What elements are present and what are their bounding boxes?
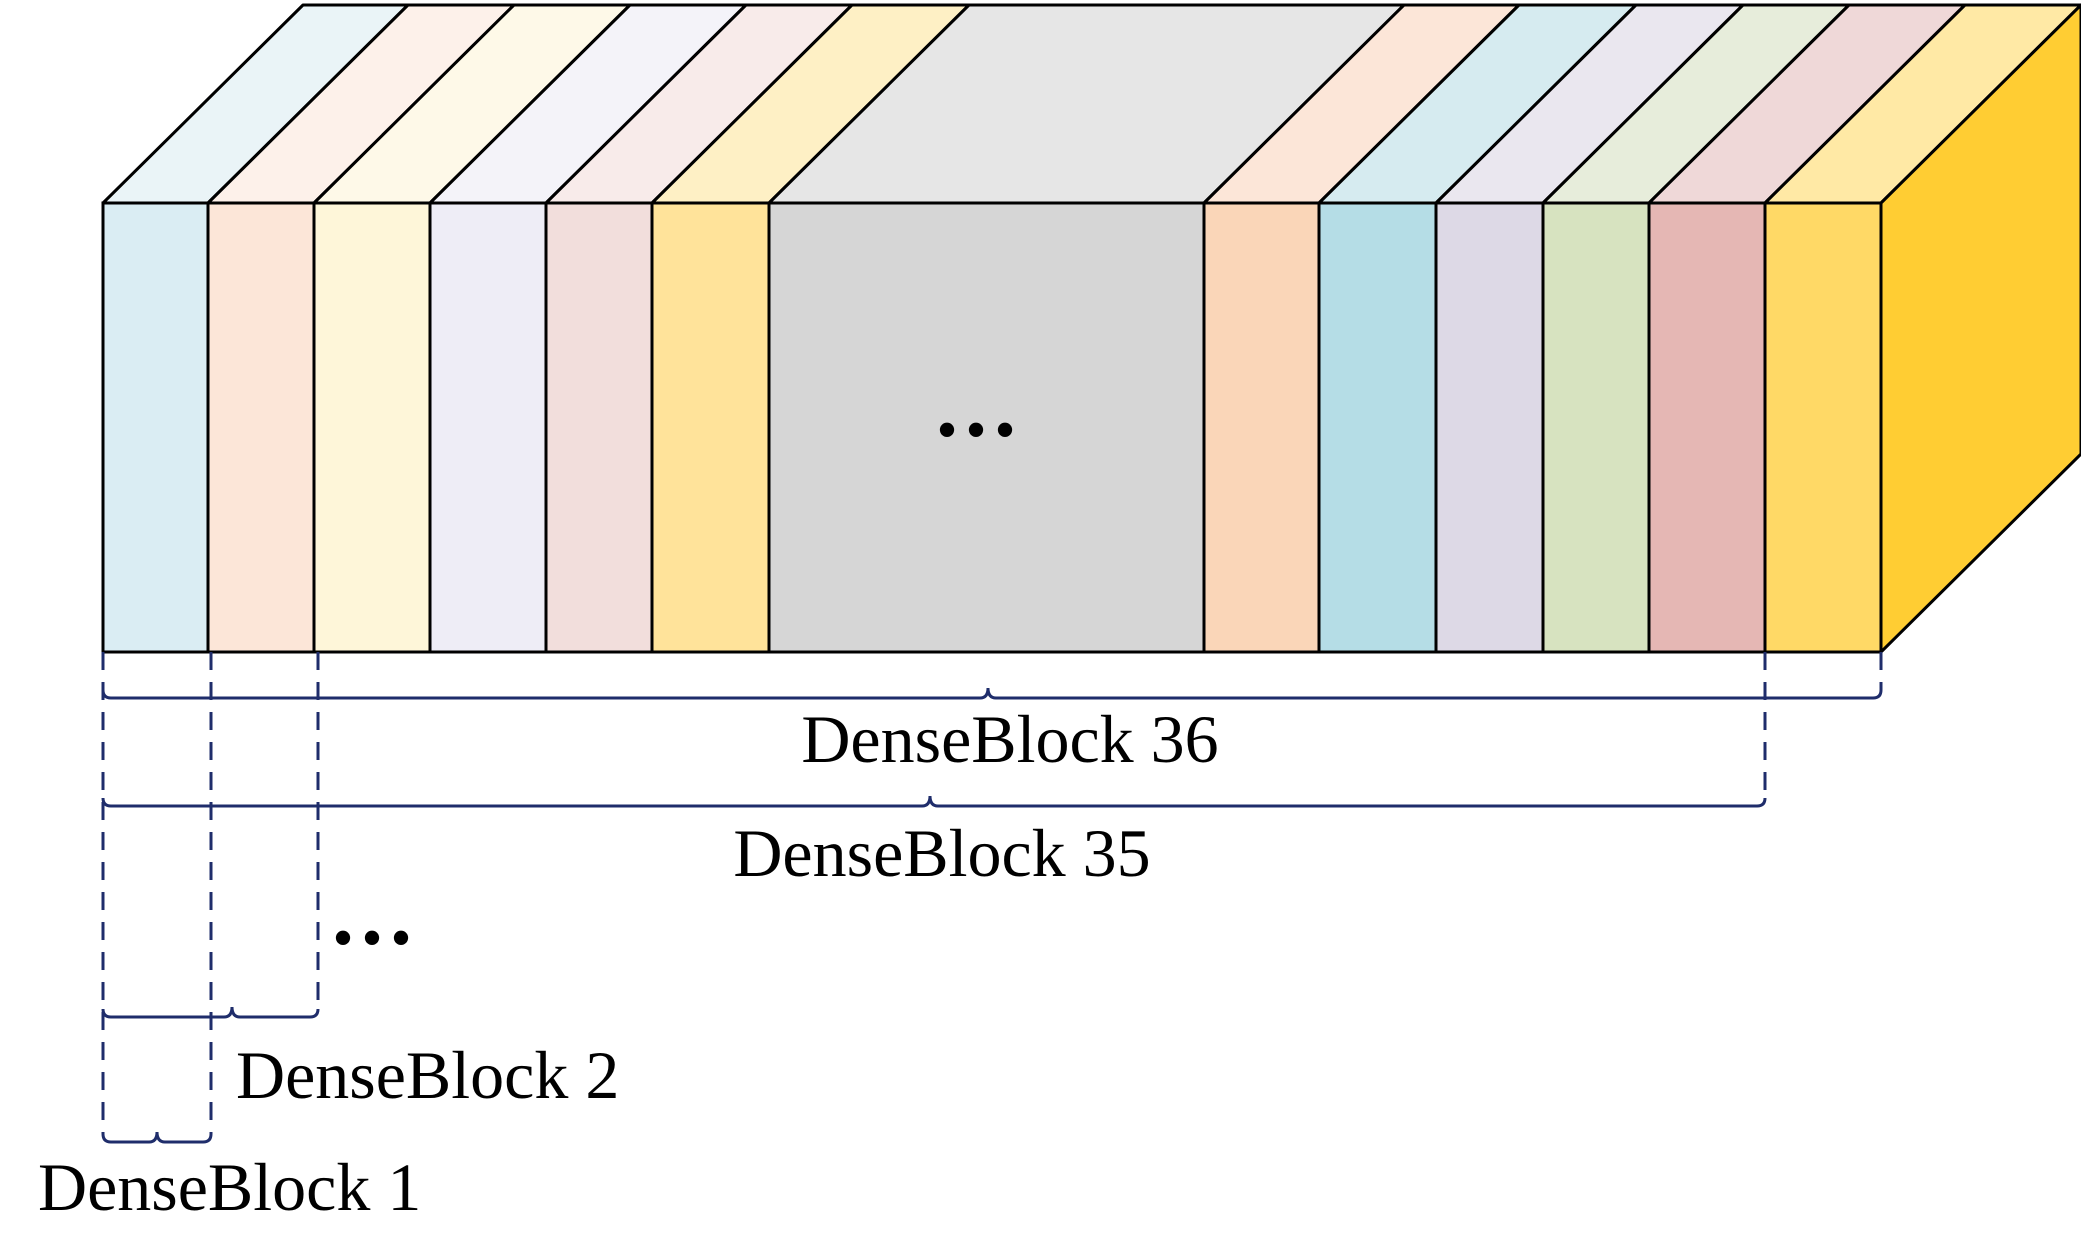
bracket-denseblock-2: [101, 652, 320, 1019]
front-slice-13: [1763, 201, 1883, 654]
label-denseblock-35: DenseBlock 35: [733, 815, 1150, 891]
front-slice-6: [650, 201, 771, 654]
bracket-denseblock-1: [101, 652, 213, 1144]
bracket-denseblock-36: [101, 652, 1883, 700]
cuboid-side-face: [1879, 3, 2081, 654]
front-slice-4: [428, 201, 548, 654]
label-denseblock-1: DenseBlock 1: [38, 1149, 421, 1225]
label-denseblock-36: DenseBlock 36: [801, 701, 1218, 777]
lower-ellipsis: •••: [332, 905, 419, 971]
front-slice-8: [1202, 201, 1321, 654]
front-slice-12: [1647, 201, 1767, 654]
front-slice-9: [1317, 201, 1438, 654]
front-slice-1: [101, 201, 210, 654]
bracket-curve: [101, 1131, 213, 1144]
middle-ellipsis: •••: [936, 397, 1023, 463]
side-face: [1879, 3, 2081, 654]
front-slice-3: [312, 201, 432, 654]
bracket-curve: [101, 795, 1767, 808]
front-slice-5: [544, 201, 654, 654]
dense-block-brackets: [101, 652, 1883, 1144]
front-slice-10: [1434, 201, 1545, 654]
front-slice-7: [767, 201, 1206, 654]
cuboid-front-faces: [101, 201, 1883, 654]
front-slice-11: [1541, 201, 1651, 654]
front-slice-2: [206, 201, 316, 654]
label-denseblock-2: DenseBlock 2: [236, 1037, 619, 1113]
bracket-curve: [101, 687, 1883, 700]
cuboid-top-faces: [101, 3, 2081, 205]
bracket-curve: [101, 1006, 320, 1019]
